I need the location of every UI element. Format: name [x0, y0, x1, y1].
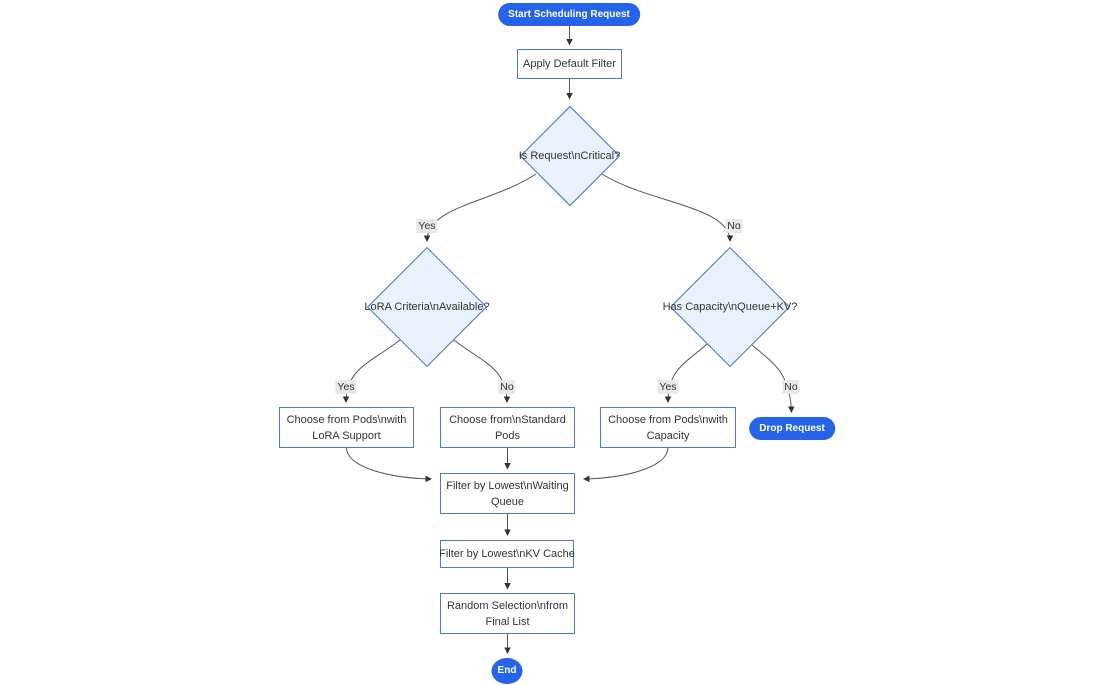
node-choose-capacity-line2: Capacity — [646, 429, 690, 442]
node-has-capacity-label: Has Capacity\nQueue+KV? — [662, 300, 798, 313]
node-choose-standard-line1: Choose from\nStandard — [449, 413, 566, 426]
edge-lorapods-to-filter — [346, 447, 432, 483]
edge-label-critical-no: No — [725, 219, 743, 233]
node-filter-kv-label: Filter by Lowest\nKV Cache — [439, 548, 575, 560]
node-start: Start Scheduling Request — [498, 3, 640, 26]
edge-label-lora-yes: Yes — [335, 380, 357, 394]
node-lora-available: LoRA Criteria\nAvailable? — [364, 246, 490, 367]
node-apply-default-filter: Apply Default Filter — [517, 49, 622, 79]
node-random-line1: Random Selection\nfrom — [446, 599, 569, 612]
node-choose-standard-line2: Pods — [494, 429, 521, 442]
node-choose-lora-line2: LoRA Support — [312, 429, 381, 442]
node-choose-capacity-line1: Choose from Pods\nwith — [608, 413, 728, 426]
edge-capacity-no — [751, 344, 795, 413]
node-choose-capacity-pods: Choose from Pods\nwith Capacity — [600, 407, 736, 448]
node-start-label: Start Scheduling Request — [508, 8, 630, 20]
node-lora-available-label: LoRA Criteria\nAvailable? — [364, 300, 490, 313]
node-is-critical: Is Request\nCritical? — [518, 104, 621, 207]
node-drop-request-label: Drop Request — [759, 422, 825, 434]
node-end-label: End — [497, 665, 517, 676]
node-filter-queue-line2: Queue — [490, 495, 525, 508]
node-filter-queue-line1: Filter by Lowest\nWaiting — [446, 479, 569, 492]
node-choose-lora-pods: Choose from Pods\nwith LoRA Support — [279, 407, 414, 448]
node-drop-request: Drop Request — [749, 417, 835, 440]
node-random-selection: Random Selection\nfrom Final List — [440, 593, 575, 634]
node-end: End — [491, 658, 523, 684]
node-filter-waiting-queue: Filter by Lowest\nWaiting Queue — [440, 473, 575, 514]
node-choose-standard-pods: Choose from\nStandard Pods — [440, 407, 575, 448]
edge-capacitypods-to-filter — [583, 447, 669, 483]
edge-label-critical-yes: Yes — [416, 219, 438, 233]
node-has-capacity: Has Capacity\nQueue+KV? — [663, 246, 797, 367]
node-choose-lora-line1: Choose from Pods\nwith — [286, 413, 407, 426]
node-apply-label: Apply Default Filter — [523, 58, 616, 70]
edge-label-lora-no: No — [498, 380, 516, 394]
edge-label-capacity-yes: Yes — [657, 380, 679, 394]
edge-label-capacity-no: No — [782, 380, 800, 394]
node-random-line2: Final List — [485, 615, 530, 628]
node-is-critical-label: Is Request\nCritical? — [518, 149, 621, 162]
edge-critical-no — [601, 173, 734, 242]
node-filter-kv-cache: Filter by Lowest\nKV Cache — [439, 540, 575, 568]
